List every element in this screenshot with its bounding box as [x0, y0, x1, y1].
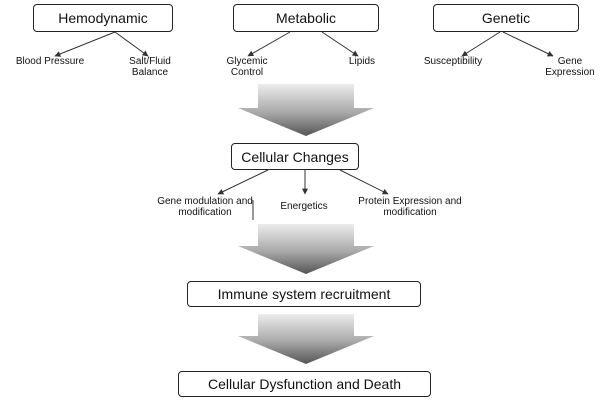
gene-modulation-label: Gene modulation and modification: [156, 196, 254, 218]
connector-cellular-gene-modulation: [217, 169, 269, 195]
connector-metabolic-lipids: [321, 31, 359, 57]
connector-genetic-susceptibility: [461, 31, 501, 57]
metabolic-label: Metabolic: [276, 10, 336, 26]
dysfunction-death-label: Cellular Dysfunction and Death: [208, 376, 401, 392]
cellular-changes-box: Cellular Changes: [231, 143, 359, 170]
flow-arrow-2: [238, 224, 374, 274]
connector-hemodynamic-salt-fluid: [114, 31, 149, 57]
protein-expression-label: Protein Expression and modification: [354, 196, 466, 218]
lipids-label: Lipids: [348, 56, 376, 67]
glycemic-label: Glycemic Control: [219, 56, 275, 78]
flow-arrow-1: [238, 84, 374, 136]
energetics-label: Energetics: [280, 201, 328, 212]
dysfunction-death-box: Cellular Dysfunction and Death: [178, 371, 431, 397]
genetic-label: Genetic: [481, 10, 531, 26]
salt-fluid-text: Salt/Fluid Balance: [129, 56, 171, 78]
gene-modulation-text: Gene modulation and modification: [157, 196, 253, 218]
gene-expression-label: Gene Expression: [539, 56, 600, 78]
cellular-changes-label: Cellular Changes: [241, 148, 349, 165]
connector-hemodynamic-blood-pressure: [54, 31, 116, 57]
immune-recruitment-label: Immune system recruitment: [217, 286, 391, 302]
connector-cellular-protein-expression: [339, 169, 389, 195]
connector-metabolic-glycemic: [247, 31, 291, 57]
genetic-box: Genetic: [433, 4, 579, 32]
gene-expression-text: Gene Expression: [545, 56, 595, 78]
flow-arrow-3: [238, 314, 374, 364]
blood-pressure-label: Blood Pressure: [15, 56, 85, 67]
hemodynamic-box: Hemodynamic: [33, 4, 173, 32]
glycemic-text: Glycemic Control: [226, 56, 268, 78]
protein-expression-text: Protein Expression and modification: [358, 196, 462, 218]
susceptibility-label: Susceptibility: [423, 56, 483, 67]
immune-recruitment-box: Immune system recruitment: [187, 281, 421, 307]
hemodynamic-label: Hemodynamic: [58, 10, 148, 26]
connector-genetic-gene-expression: [502, 31, 554, 57]
salt-fluid-label: Salt/Fluid Balance: [122, 56, 178, 78]
metabolic-box: Metabolic: [233, 4, 379, 32]
